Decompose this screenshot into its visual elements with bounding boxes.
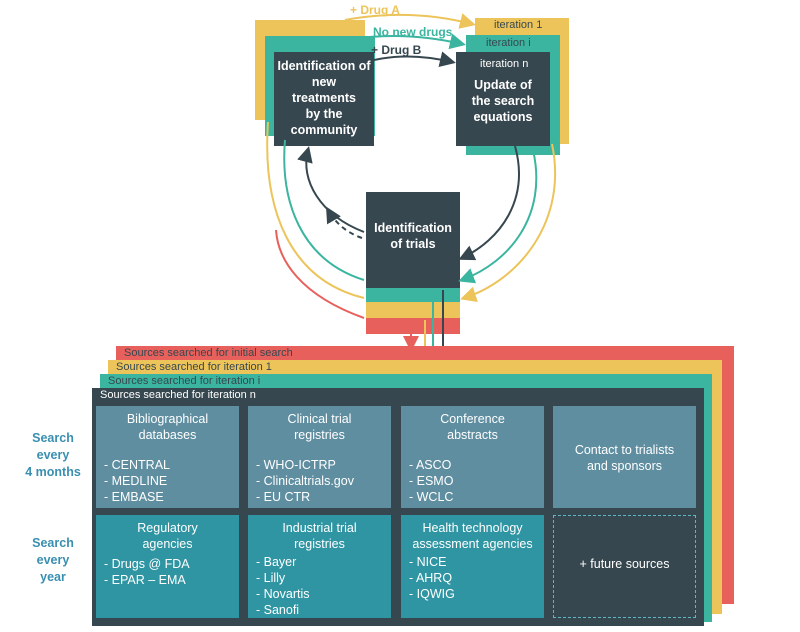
list-item: - MEDLINE <box>104 474 168 488</box>
trials-box-label: Identification of trials <box>374 221 452 251</box>
list-item: - ASCO <box>409 458 452 472</box>
cycle-arrows: + Drug A No new drugs + Drug B <box>266 3 557 394</box>
arrow-right-dark <box>458 145 520 261</box>
list-item: - EMBASE <box>104 490 164 504</box>
list-item: - WHO-ICTRP <box>256 458 336 472</box>
list-item: - Lilly <box>256 571 286 585</box>
row-label-4-months: Search every 4 months <box>25 431 81 479</box>
arrow-left-teal <box>283 139 365 281</box>
list-item: - Drugs @ FDA <box>104 557 190 571</box>
cell-industrial-trial-registries: Industrial trial registries - Bayer - Li… <box>248 515 391 618</box>
cell-title: Conference abstracts <box>440 412 505 442</box>
cell-clinical-trial-registries: Clinical trial registries - WHO-ICTRP - … <box>248 406 391 508</box>
trials-tail-teal <box>366 288 460 302</box>
cell-title: Bibliographical databases <box>126 412 209 442</box>
arrow-left-red <box>275 229 365 319</box>
cell-title: + future sources <box>579 557 670 571</box>
arrow-left-yellow <box>266 121 365 299</box>
sources-layer-iteration-1-label: Sources searched for iteration 1 <box>116 361 272 373</box>
cell-title: Clinical trial registries <box>287 412 352 442</box>
arrow-drug-b <box>373 51 456 68</box>
list-item: - Clinicaltrials.gov <box>256 474 354 488</box>
iteration-i-label: iteration i <box>486 37 531 49</box>
arrow-right-yellow <box>460 143 557 302</box>
sources-layer-iteration-n-label: Sources searched for iteration n <box>100 389 256 401</box>
arrow-no-new-drugs <box>359 33 466 50</box>
list-item: - EPAR – EMA <box>104 573 186 587</box>
row-label-yearly: Search every year <box>32 536 74 584</box>
trials-box: Identification of trials <box>366 192 460 288</box>
cell-conference-abstracts: Conference abstracts - ASCO - ESMO - WCL… <box>401 406 544 508</box>
list-item: - Bayer <box>256 555 297 569</box>
cell-title: Contact to trialists and sponsors <box>574 443 675 473</box>
cell-future-sources: + future sources <box>553 515 696 618</box>
cell-hta-agencies: Health technology assessment agencies - … <box>401 515 544 618</box>
label-no-new-drugs: No new drugs <box>373 25 453 39</box>
list-item: - NICE <box>409 555 447 569</box>
trials-tail-yellow <box>366 302 460 318</box>
community-box: Identification of new treatments by the … <box>274 52 374 146</box>
update-box-label: Update of the search equations <box>471 78 535 124</box>
arrow-right-teal <box>458 149 538 284</box>
iteration-n-label: iteration n <box>480 58 529 70</box>
cell-bibliographical-databases: Bibliographical databases - CENTRAL - ME… <box>96 406 239 508</box>
label-drug-b: + Drug B <box>371 43 422 57</box>
community-box-label: Identification of new treatments by the … <box>277 59 371 137</box>
cell-contact-trialists: Contact to trialists and sponsors <box>553 406 696 508</box>
cell-title: Regulatory agencies <box>137 521 198 551</box>
cell-title: Health technology assessment agencies <box>412 521 533 551</box>
list-item: - CENTRAL <box>104 458 170 472</box>
sources-layer-iteration-i-label: Sources searched for iteration i <box>108 375 261 387</box>
cell-title: Industrial trial registries <box>282 521 357 551</box>
sources-layer-initial-label: Sources searched for initial search <box>124 347 293 359</box>
list-item: - IQWIG <box>409 587 455 601</box>
list-item: - Sanofi <box>256 603 300 617</box>
update-box <box>456 52 550 146</box>
arrow-drug-a <box>344 13 476 29</box>
label-drug-a: + Drug A <box>350 3 400 17</box>
list-item: - Novartis <box>256 587 310 601</box>
cell-regulatory-agencies: Regulatory agencies - Drugs @ FDA - EPAR… <box>96 515 239 618</box>
iteration-1-label: iteration 1 <box>494 19 543 31</box>
arrow-left-dashed <box>325 206 363 239</box>
trials-tail-red <box>366 318 460 334</box>
list-item: - EU CTR <box>256 490 311 504</box>
list-item: - ESMO <box>409 474 454 488</box>
list-item: - WCLC <box>409 490 454 504</box>
list-item: - AHRQ <box>409 571 453 585</box>
arrow-left-dark <box>297 146 365 233</box>
